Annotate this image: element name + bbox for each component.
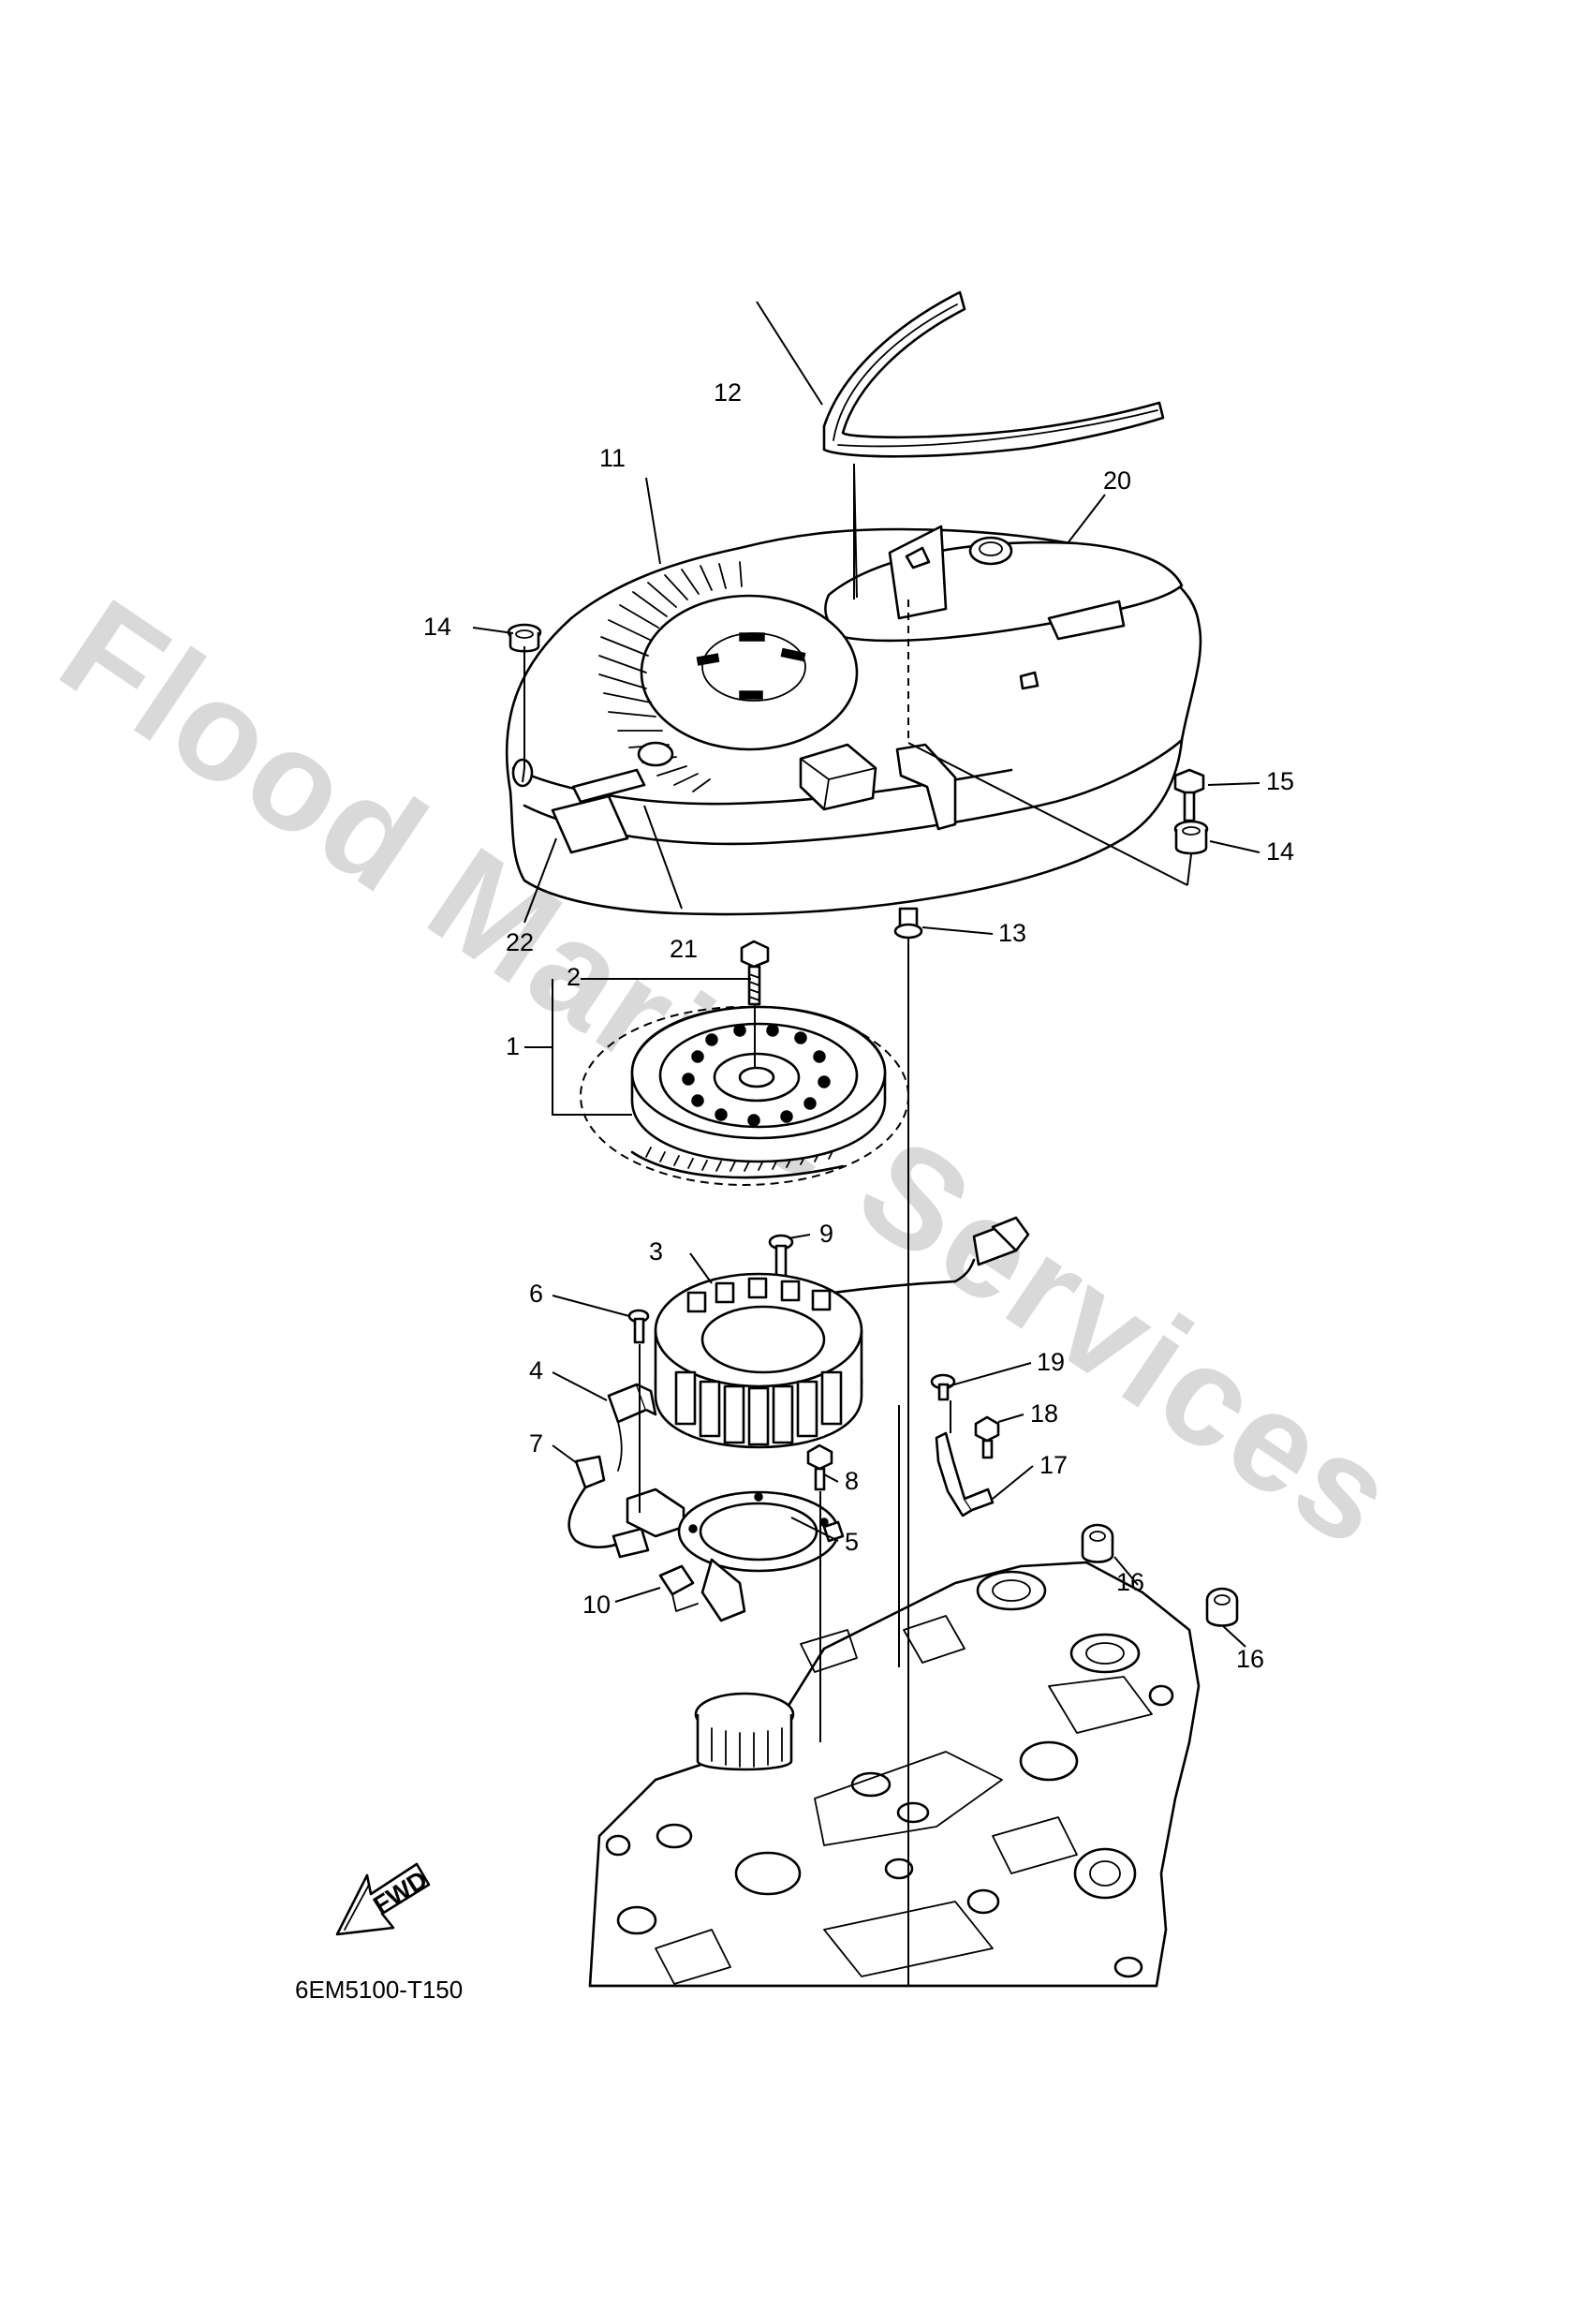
diagram-code: 6EM5100-T150 [295,1976,463,2004]
collar-part-13 [893,907,923,940]
callout-21: 21 [670,935,698,963]
leader-lines [472,301,1260,1648]
bolt-part-2 [740,940,770,1006]
callout-11: 11 [599,444,626,472]
coupler-part-10 [658,1564,699,1612]
grommet-part-right [1173,820,1209,855]
screw-part-19 [930,1373,956,1401]
callout-12: 12 [714,378,742,407]
stator-base-part [626,1488,845,1622]
callout-16-upper: 16 [1116,1568,1144,1596]
callout-7: 7 [529,1429,543,1458]
flywheel-cover-part [505,525,1202,916]
fwd-direction-arrow-icon: FWD [335,1862,432,1936]
callout-22: 22 [506,928,534,956]
callout-20: 20 [1103,466,1131,495]
bolt-part-15 [1173,768,1205,822]
callout-17: 17 [1039,1451,1068,1479]
callout-15: 15 [1266,767,1294,795]
callout-14-left: 14 [423,613,451,641]
bolt-part-18 [974,1415,1000,1459]
screw-part-6 [627,1309,650,1344]
wire-lead-part [567,1486,650,1559]
callout-4: 4 [529,1356,543,1384]
engine-block-part [588,1561,1201,1988]
callout-13: 13 [998,919,1026,947]
grommet-part-16-upper [1081,1523,1114,1563]
callout-labels: 12 11 20 14 15 14 22 21 13 2 1 9 3 6 4 7… [423,378,1294,1673]
pulser-coil-part [607,1383,657,1472]
stator-part [654,1272,863,1449]
seal-strip-part [822,290,1165,458]
callout-8: 8 [845,1467,859,1495]
flywheel-part [580,1005,909,1186]
callout-19: 19 [1037,1348,1065,1376]
clip-part-7 [574,1455,606,1489]
callout-16-lower: 16 [1236,1645,1264,1673]
callout-10: 10 [582,1591,611,1619]
bolt-part-8 [806,1443,833,1491]
callout-2: 2 [567,963,581,991]
callout-14-right: 14 [1266,837,1294,866]
callout-1: 1 [506,1032,520,1060]
assembly-reference-lines [522,464,951,1986]
callout-18: 18 [1030,1399,1058,1428]
grommet-part-top-left [507,623,542,653]
callout-6: 6 [529,1280,543,1308]
grommet-part-16-lower [1205,1587,1239,1627]
callout-9: 9 [819,1220,833,1248]
bracket-part-17 [935,1431,995,1517]
callout-3: 3 [649,1237,663,1266]
callout-5: 5 [845,1528,859,1556]
